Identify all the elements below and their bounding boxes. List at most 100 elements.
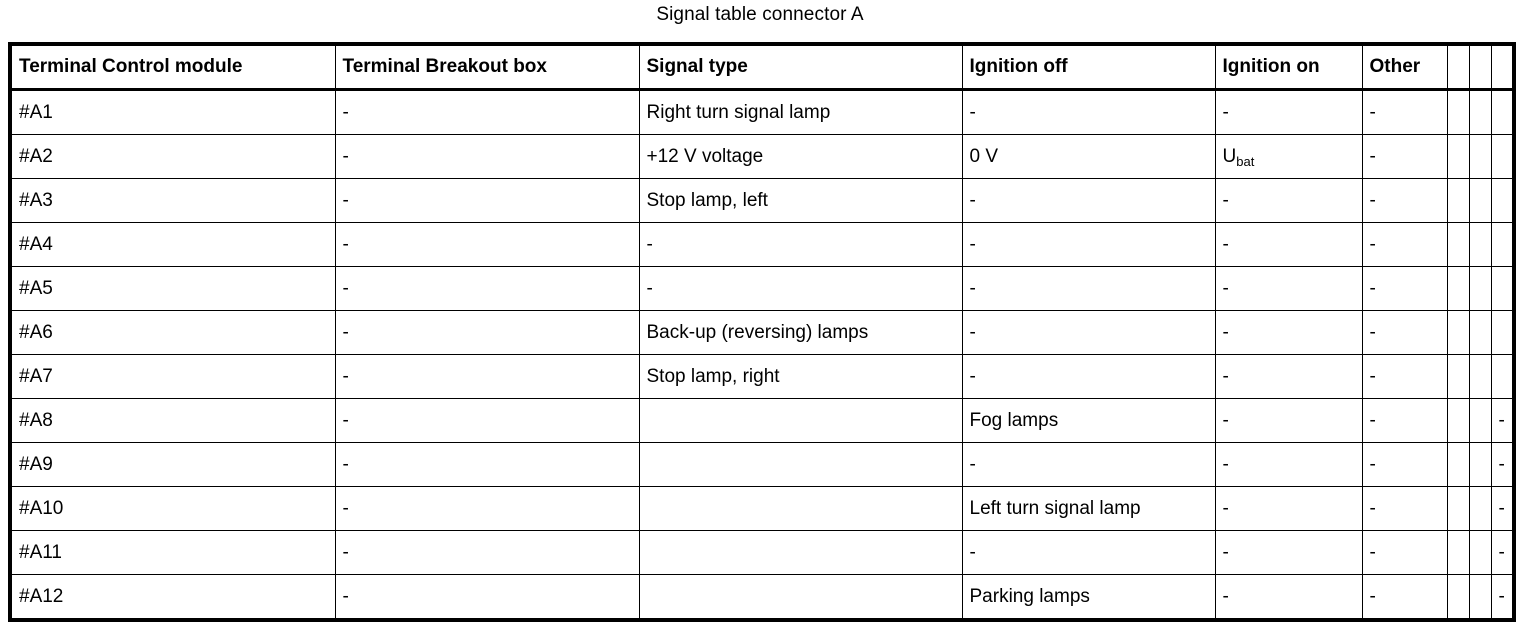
cell-terminal-breakout-box: -	[334, 530, 640, 575]
cell-extra-1	[1446, 574, 1470, 621]
cell-extra-2	[1468, 486, 1492, 531]
cell-signal-type	[638, 574, 963, 621]
cell-extra-1	[1446, 354, 1470, 399]
cell-extra-3: -	[1490, 398, 1515, 443]
cell-terminal-breakout-box: -	[334, 178, 640, 223]
column-header-terminal-breakout-box: Terminal Breakout box	[334, 43, 640, 91]
cell-extra-3	[1490, 178, 1515, 223]
cell-other: -	[1361, 398, 1448, 443]
cell-extra-2	[1468, 266, 1492, 311]
cell-terminal-breakout-box: -	[334, 442, 640, 487]
cell-extra-3	[1490, 266, 1515, 311]
table-row: #A7-Stop lamp, right---	[9, 354, 1515, 399]
cell-ignition-on: -	[1214, 442, 1363, 487]
cell-terminal-breakout-box: -	[334, 222, 640, 267]
cell-signal-type	[638, 530, 963, 575]
cell-signal-type: Stop lamp, right	[638, 354, 963, 399]
cell-extra-3	[1490, 354, 1515, 399]
cell-extra-2	[1468, 530, 1492, 575]
cell-terminal-breakout-box: -	[334, 310, 640, 355]
cell-extra-2	[1468, 222, 1492, 267]
table-row: #A8-Fog lamps---	[9, 398, 1515, 443]
column-header-extra-3	[1490, 43, 1515, 91]
cell-other: -	[1361, 486, 1448, 531]
column-header-extra-1	[1446, 43, 1470, 91]
cell-ignition-off: Fog lamps	[961, 398, 1216, 443]
table-row: #A3-Stop lamp, left---	[9, 178, 1515, 223]
cell-signal-type: Back-up (reversing) lamps	[638, 310, 963, 355]
table-row: #A5-----	[9, 266, 1515, 311]
cell-terminal-control-module: #A11	[9, 530, 336, 575]
table-row: #A10-Left turn signal lamp---	[9, 486, 1515, 531]
cell-extra-2	[1468, 398, 1492, 443]
cell-extra-1	[1446, 89, 1470, 135]
cell-signal-type: Right turn signal lamp	[638, 89, 963, 135]
cell-ignition-on: -	[1214, 530, 1363, 575]
cell-extra-1	[1446, 310, 1470, 355]
cell-terminal-control-module: #A4	[9, 222, 336, 267]
table-row: #A11-----	[9, 530, 1515, 575]
cell-terminal-control-module: #A1	[9, 89, 336, 135]
cell-extra-3	[1490, 89, 1515, 135]
cell-extra-3	[1490, 222, 1515, 267]
column-header-terminal-control-module: Terminal Control module	[9, 43, 336, 91]
cell-ignition-off: -	[961, 530, 1216, 575]
table-row: #A9-----	[9, 442, 1515, 487]
cell-signal-type: Stop lamp, left	[638, 178, 963, 223]
cell-signal-type: -	[638, 266, 963, 311]
cell-signal-type	[638, 442, 963, 487]
cell-other: -	[1361, 354, 1448, 399]
cell-other: -	[1361, 530, 1448, 575]
cell-signal-type	[638, 486, 963, 531]
cell-extra-1	[1446, 134, 1470, 179]
cell-ignition-off: -	[961, 266, 1216, 311]
cell-extra-3: -	[1490, 486, 1515, 531]
cell-other: -	[1361, 442, 1448, 487]
cell-ignition-on: Ubat	[1214, 134, 1363, 179]
cell-ignition-off: -	[961, 354, 1216, 399]
voltage-symbol: U	[1222, 145, 1237, 167]
cell-terminal-breakout-box: -	[334, 89, 640, 135]
cell-ignition-on: -	[1214, 354, 1363, 399]
cell-other: -	[1361, 310, 1448, 355]
cell-extra-1	[1446, 266, 1470, 311]
voltage-subscript: bat	[1236, 153, 1255, 169]
cell-ignition-off: -	[961, 89, 1216, 135]
cell-extra-3	[1490, 310, 1515, 355]
cell-terminal-breakout-box: -	[334, 574, 640, 621]
cell-terminal-control-module: #A9	[9, 442, 336, 487]
cell-ignition-off: Parking lamps	[961, 574, 1216, 621]
cell-signal-type: -	[638, 222, 963, 267]
column-header-extra-2	[1468, 43, 1492, 91]
cell-extra-1	[1446, 442, 1470, 487]
table-body: #A1-Right turn signal lamp---#A2-+12 V v…	[9, 89, 1515, 621]
cell-ignition-on: -	[1214, 266, 1363, 311]
cell-extra-1	[1446, 530, 1470, 575]
cell-terminal-control-module: #A7	[9, 354, 336, 399]
cell-extra-3: -	[1490, 530, 1515, 575]
cell-extra-1	[1446, 486, 1470, 531]
cell-ignition-on: -	[1214, 178, 1363, 223]
cell-extra-2	[1468, 89, 1492, 135]
cell-extra-2	[1468, 442, 1492, 487]
column-header-signal-type: Signal type	[638, 43, 963, 91]
cell-extra-1	[1446, 178, 1470, 223]
column-header-other: Other	[1361, 43, 1448, 91]
cell-terminal-breakout-box: -	[334, 486, 640, 531]
cell-other: -	[1361, 134, 1448, 179]
page-title: Signal table connector A	[656, 4, 864, 25]
cell-ignition-on: -	[1214, 574, 1363, 621]
cell-terminal-breakout-box: -	[334, 398, 640, 443]
cell-ignition-off: -	[961, 222, 1216, 267]
cell-terminal-control-module: #A6	[9, 310, 336, 355]
cell-ignition-off: Left turn signal lamp	[961, 486, 1216, 531]
cell-terminal-control-module: #A3	[9, 178, 336, 223]
cell-extra-2	[1468, 310, 1492, 355]
column-header-ignition-on: Ignition on	[1214, 43, 1363, 91]
cell-other: -	[1361, 89, 1448, 135]
